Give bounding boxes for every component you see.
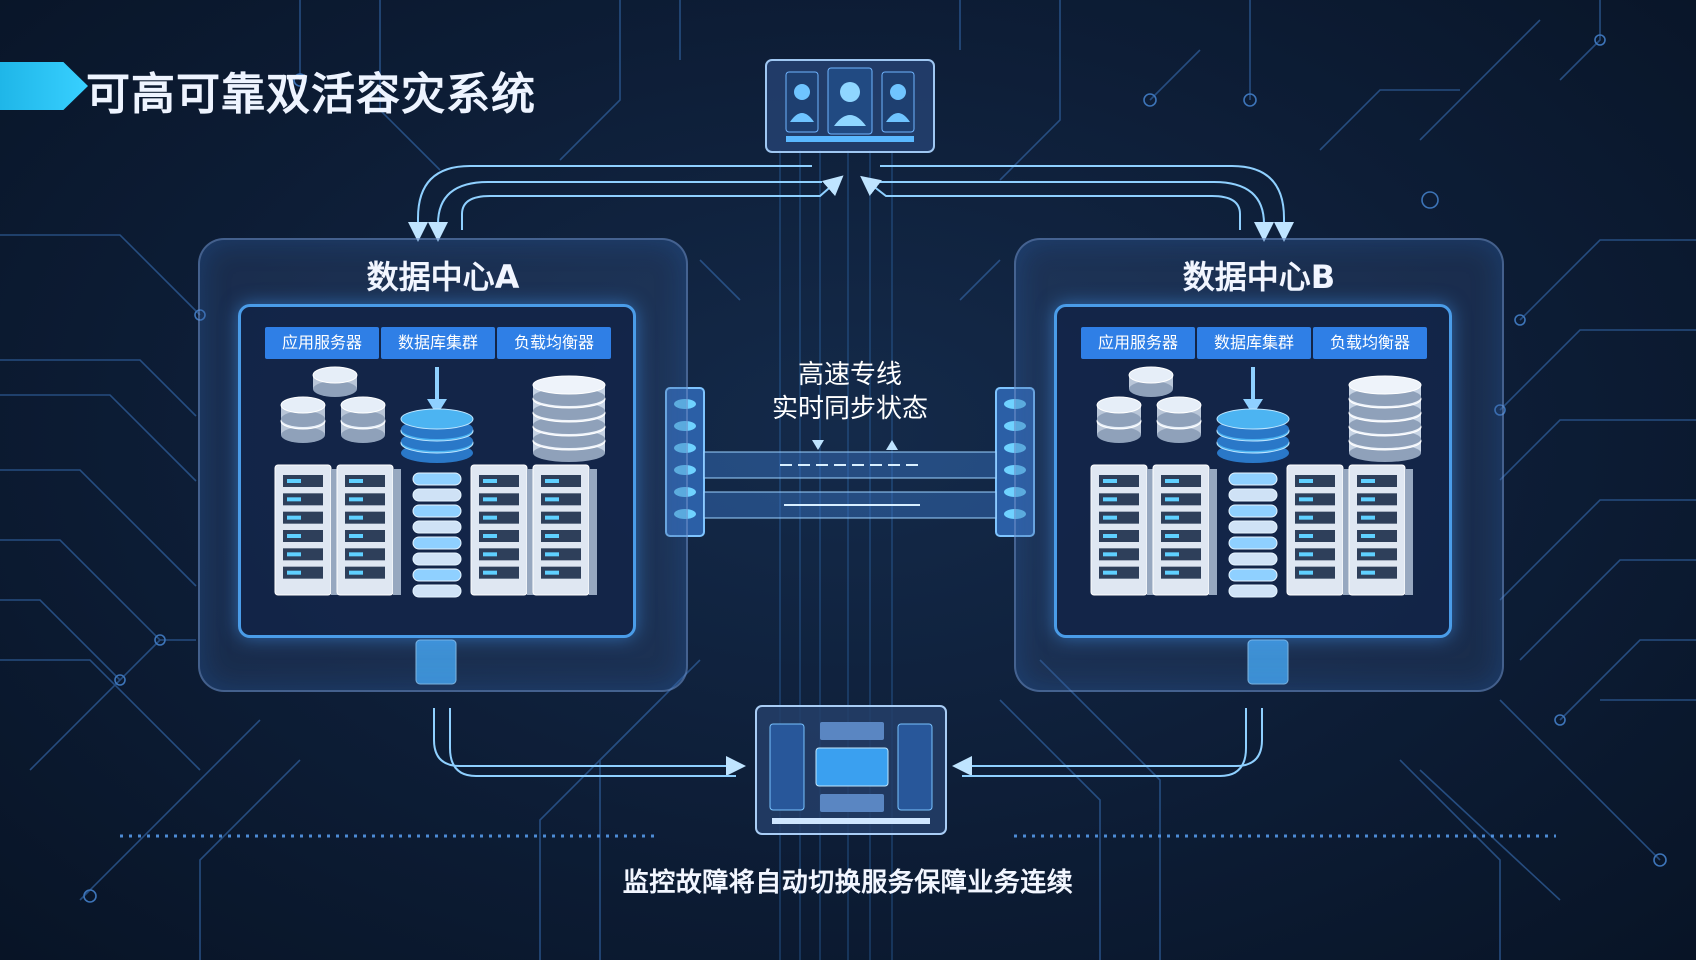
db-cluster-disk [400, 408, 474, 430]
storage-disk [340, 396, 386, 414]
bottom-caption: 监控故障将自动切换服务保障业务连续 [622, 868, 1074, 898]
db-node [412, 568, 462, 582]
storage-disk [1096, 396, 1142, 414]
db-node [412, 504, 462, 518]
db-node [412, 552, 462, 566]
link-label-sync-status: 实时同步状态 [771, 394, 928, 424]
data-center-b: 数据中心B 应用服务器 数据库集群 负载均衡器 [1014, 238, 1504, 692]
down-arrow-icon [1243, 399, 1263, 415]
server-rack-illustration [1090, 366, 1422, 598]
db-node [412, 584, 462, 598]
lb-storage-disk [532, 375, 606, 395]
db-node [1228, 568, 1278, 582]
app-server-tag: 应用服务器 [1081, 327, 1195, 359]
load-balancer-tag: 负载均衡器 [497, 327, 611, 359]
db-node [412, 488, 462, 502]
data-center-title: 数据中心B [1182, 258, 1336, 296]
storage-disk [280, 396, 326, 414]
storage-disk [312, 366, 358, 384]
data-center-title: 数据中心A [366, 258, 520, 296]
storage-disk [1128, 366, 1174, 384]
server-rack-illustration [274, 366, 606, 598]
link-label-dedicated-line: 高速专线 [797, 360, 902, 390]
db-node [412, 536, 462, 550]
db-node [1228, 472, 1278, 486]
load-balancer-tag: 负载均衡器 [1313, 327, 1427, 359]
db-node [412, 472, 462, 486]
db-node [412, 520, 462, 534]
db-node [1228, 536, 1278, 550]
link-bridge [665, 387, 1035, 537]
db-node [1228, 552, 1278, 566]
db-node [1228, 504, 1278, 518]
down-arrow-icon [427, 399, 447, 415]
page-title: 可高可靠双活容灾系统 [86, 69, 536, 120]
database-cluster-tag: 数据库集群 [381, 327, 495, 359]
data-center-rack-area: 应用服务器 数据库集群 负载均衡器 [1054, 304, 1452, 638]
db-node [1228, 584, 1278, 598]
monitor-controller [755, 705, 947, 835]
db-cluster-disk [1216, 408, 1290, 430]
app-server-tag: 应用服务器 [265, 327, 379, 359]
data-center-a: 数据中心A 应用服务器 数据库集群 负载均衡器 [198, 238, 688, 692]
data-center-rack-area: 应用服务器 数据库集群 负载均衡器 [238, 304, 636, 638]
database-cluster-tag: 数据库集群 [1197, 327, 1311, 359]
client-terminal [765, 59, 935, 153]
db-node [1228, 520, 1278, 534]
lb-storage-disk [1348, 375, 1422, 395]
db-node [1228, 488, 1278, 502]
storage-disk [1156, 396, 1202, 414]
